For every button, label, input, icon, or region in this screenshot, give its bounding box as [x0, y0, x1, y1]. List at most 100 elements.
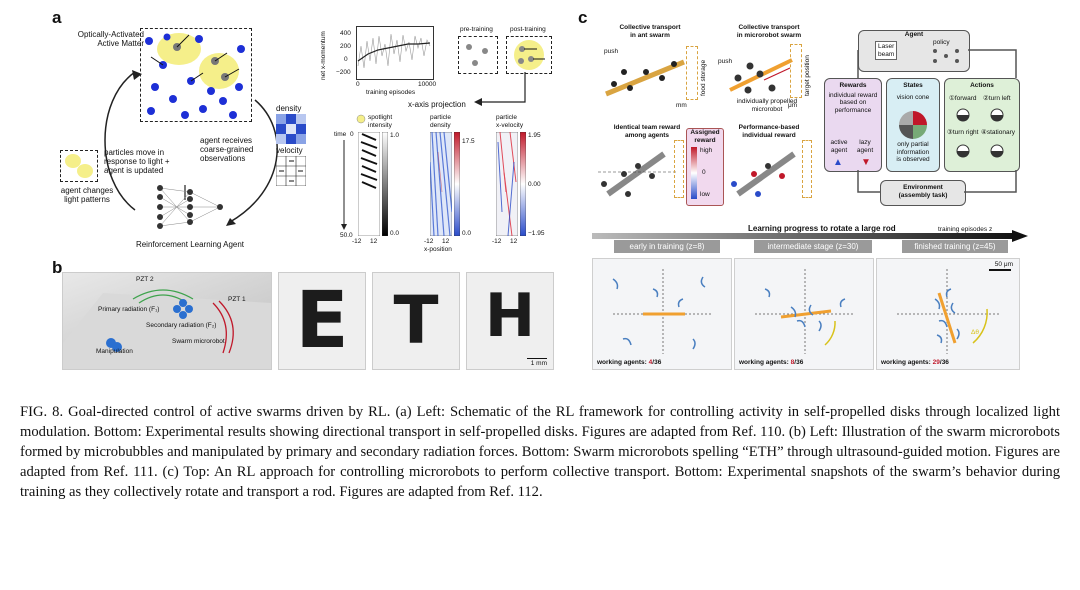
- light-pattern-box: [60, 150, 98, 182]
- training-curve: [356, 26, 434, 80]
- assigned-reward-label: Assigned reward: [687, 129, 723, 144]
- time-tick: 0: [350, 131, 354, 139]
- target-box: [790, 44, 802, 98]
- density-label: density: [276, 104, 301, 113]
- cb-tick: 17.5: [462, 138, 475, 146]
- snapshot-intermediate: working agents: 8/36: [734, 258, 874, 370]
- letter-h-photo: H 1 mm: [466, 272, 554, 370]
- letter-e-photo: E: [278, 272, 366, 370]
- working-agents-finished: working agents: 29/36: [881, 359, 949, 367]
- training-episodes-label: training episodes: [366, 89, 415, 97]
- working-total: /36: [794, 359, 803, 366]
- secondary-label: Secondary radiation (F₂): [146, 322, 216, 330]
- velocity-grid: [276, 156, 306, 186]
- snapshot-intermediate-image: [735, 259, 873, 369]
- colorbar-velocity: [520, 132, 526, 236]
- perf-reward-title: Performance-based individual reward: [724, 124, 814, 139]
- swarm-label: Swarm microrobot: [172, 338, 225, 346]
- velocity-label: velocity: [276, 146, 303, 155]
- snapshot-finished-image: [877, 259, 1019, 369]
- thumbs-up-icon: ▲: [833, 157, 843, 168]
- team-reward-title: Identical team reward among agents: [602, 124, 692, 139]
- um-label: μm: [788, 102, 797, 110]
- pzt2-label: PZT 2: [136, 276, 154, 284]
- xtick: 10000: [418, 81, 436, 89]
- figure-caption: FIG. 8. Goal-directed control of active …: [20, 402, 1060, 502]
- working-agents-intermediate: working agents: 8/36: [739, 359, 803, 367]
- active-matter-label: Optically-Activated Active Matter: [64, 30, 144, 48]
- spotlight-label: spotlight intensity: [368, 114, 392, 129]
- working-total: /36: [940, 359, 949, 366]
- xposition-label: x-position: [424, 246, 452, 254]
- cb-tick: 1.0: [390, 132, 399, 140]
- density-grid: [276, 114, 306, 144]
- perf-reward-drawing: [728, 144, 808, 204]
- velocity-kymograph: [496, 132, 518, 236]
- cb-tick: 0.0: [462, 230, 471, 238]
- ant-title: Collective transport in ant swarm: [610, 24, 690, 39]
- working-label: working agents:: [597, 359, 649, 366]
- cb-tick: 1.95: [528, 132, 541, 140]
- xtick: 0: [356, 81, 360, 89]
- panel-b-letter: b: [52, 258, 62, 278]
- time-label: time: [334, 131, 346, 139]
- team-target-box: [674, 140, 684, 198]
- post-training-box: [506, 36, 552, 74]
- panel-c-letter: c: [578, 8, 587, 28]
- colorbar-density: [454, 132, 460, 236]
- letter-e: E: [279, 273, 365, 369]
- xtick: -12: [492, 238, 501, 246]
- rl-agent-label: Reinforcement Learning Agent: [120, 240, 260, 249]
- spotlight-kymograph: [358, 132, 380, 236]
- working-count: 29: [933, 359, 940, 366]
- cb-tick: 0.0: [390, 230, 399, 238]
- neural-network-icon: [150, 182, 230, 232]
- scale-bar-c: [989, 269, 1011, 271]
- xtick: 12: [442, 238, 449, 246]
- zero-label: 0: [702, 169, 706, 177]
- xtick: 12: [370, 238, 377, 246]
- scale-label-c: 50 μm: [995, 261, 1013, 269]
- agent-label: Agent: [859, 31, 969, 39]
- low-label: low: [700, 191, 710, 199]
- ytick: 0: [344, 56, 348, 64]
- scale-label: 1 mm: [531, 360, 547, 368]
- snapshot-early-image: [593, 259, 731, 369]
- xtick: -12: [352, 238, 361, 246]
- ytick: −200: [336, 69, 351, 77]
- observations-label: agent receives coarse-grained observatio…: [200, 136, 270, 163]
- primary-label: Primary radiation (F₁): [98, 306, 159, 314]
- xtick: 12: [510, 238, 517, 246]
- manipulation-label: Manipulation: [96, 348, 133, 356]
- stage-finished: finished training (z=45): [902, 240, 1008, 253]
- working-label: working agents:: [739, 359, 791, 366]
- xtick: -12: [424, 238, 433, 246]
- cb-tick: 0.00: [528, 181, 541, 189]
- colorbar-gray: [382, 132, 388, 236]
- working-label: working agents:: [881, 359, 933, 366]
- letter-t: T: [373, 273, 459, 369]
- pre-training-label: pre-training: [460, 26, 493, 34]
- cb-tick: −1.95: [528, 230, 544, 238]
- food-storage-label: food storage: [700, 60, 708, 96]
- pzt1-label: PZT 1: [228, 296, 246, 304]
- density-col-label: particle density: [430, 114, 451, 129]
- stage-early: early in training (z=8): [614, 240, 720, 253]
- food-storage-box: [686, 46, 698, 100]
- assigned-reward-box: Assigned reward high 0 low: [686, 128, 724, 206]
- mm-label: mm: [676, 102, 687, 110]
- reward-colorbar: [691, 147, 697, 199]
- velocity-col-label: particle x-velocity: [496, 114, 523, 129]
- projection-label: x-axis projection: [408, 100, 466, 109]
- robot-title: Collective transport in microrobot swarm: [724, 24, 814, 39]
- momentum-ylabel: net x-momentum: [320, 30, 328, 80]
- microrobot-swarm-drawing: [720, 50, 800, 100]
- ytick: 200: [340, 43, 351, 51]
- ytick: 400: [340, 30, 351, 38]
- projection-arrow: [470, 72, 530, 108]
- letter-h: H: [467, 273, 553, 359]
- framework-arrows: [846, 44, 1028, 204]
- swarm-illustration: [62, 272, 272, 370]
- working-total: /36: [652, 359, 661, 366]
- pre-training-box: [458, 36, 498, 74]
